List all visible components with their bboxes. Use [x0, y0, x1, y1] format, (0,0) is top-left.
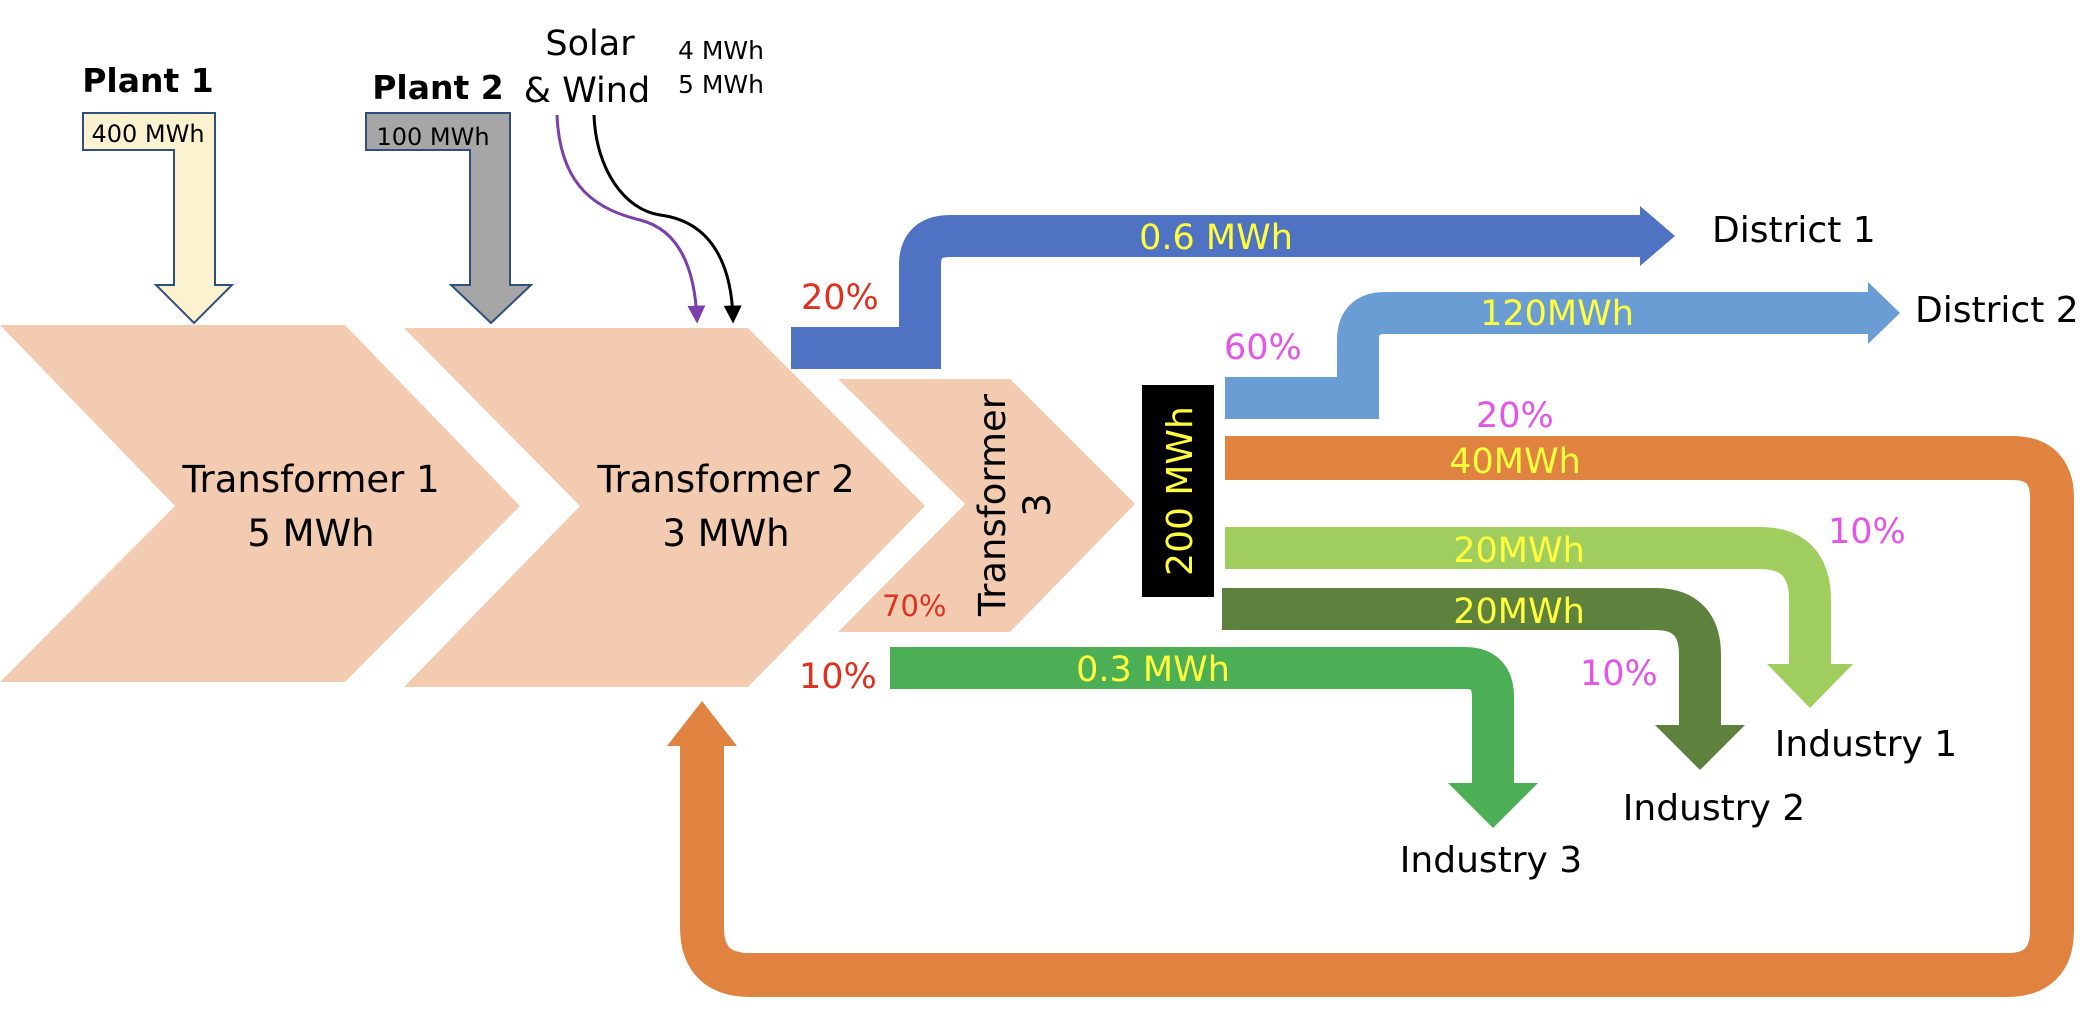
- industry3-dest: Industry 3: [1400, 840, 1582, 881]
- plant1-arrow: [82, 112, 235, 325]
- district2-arrow-head: [1868, 282, 1900, 344]
- industry3-flow-band: [890, 647, 1514, 783]
- industry1-flow-band: [1225, 527, 1831, 664]
- hub-box: [1142, 385, 1214, 597]
- industry3-arrow-head: [1448, 783, 1538, 828]
- wind-flow-line: [592, 114, 742, 324]
- industry2-pct: 10%: [1580, 654, 1658, 694]
- loop-flow-band: [680, 436, 2074, 997]
- solar-wind-label-line1: Solar: [545, 24, 635, 64]
- plant1-label: Plant 1: [82, 61, 213, 100]
- solar-wind-value2: 5 MWh: [678, 70, 764, 99]
- industry1-pct: 10%: [1828, 512, 1906, 552]
- district2-value: 120MWh: [1480, 294, 1634, 334]
- plant2-value: 100 MWh: [376, 123, 489, 151]
- industry3-pct: 10%: [799, 657, 877, 697]
- transformer-1-label: Transformer 1: [181, 458, 439, 501]
- plant2-label: Plant 2: [372, 68, 503, 107]
- loop-arrow-head: [667, 701, 737, 746]
- solar-wind-label-line2: & Wind: [524, 71, 650, 111]
- industry1-arrow-head: [1767, 664, 1853, 708]
- solar-wind-value1: 4 MWh: [678, 36, 764, 65]
- industry1-dest: Industry 1: [1775, 724, 1957, 765]
- transformer-3-label: Transformer: [971, 393, 1014, 617]
- transformer-1-chevron: [0, 325, 520, 682]
- district1-dest: District 1: [1712, 210, 1876, 251]
- hub-value: 200 MWh: [1160, 406, 1201, 576]
- district2-flow-band: [1225, 292, 1868, 419]
- transformer-3-chevron: [838, 379, 1135, 632]
- district2-dest: District 2: [1915, 290, 2079, 331]
- transformer-2-label: Transformer 2: [596, 458, 854, 501]
- district2-pct: 60%: [1224, 328, 1302, 368]
- loop-value: 40MWh: [1449, 442, 1581, 482]
- industry2-arrow-head: [1655, 725, 1745, 770]
- industry3-value: 0.3 MWh: [1076, 650, 1230, 690]
- transformer-2-value: 3 MWh: [662, 512, 789, 555]
- industry2-value: 20MWh: [1453, 592, 1585, 632]
- industry2-dest: Industry 2: [1623, 788, 1805, 829]
- district1-value: 0.6 MWh: [1139, 218, 1293, 258]
- plant1-value: 400 MWh: [91, 120, 204, 148]
- industry1-value: 20MWh: [1453, 531, 1585, 571]
- district1-flow-band: [791, 215, 1640, 369]
- transformer-1-value: 5 MWh: [247, 512, 374, 555]
- solar-flow-line: [555, 114, 706, 324]
- transformer-2-chevron: [404, 328, 925, 687]
- district1-pct: 20%: [801, 278, 879, 318]
- transformer-3-value: 3: [1016, 493, 1059, 517]
- industry2-flow-band: [1222, 588, 1721, 725]
- plant2-arrow: [365, 112, 534, 325]
- district1-arrow-head: [1640, 206, 1675, 266]
- transformer-3-pct: 70%: [882, 589, 946, 623]
- loop-pct: 20%: [1476, 396, 1554, 436]
